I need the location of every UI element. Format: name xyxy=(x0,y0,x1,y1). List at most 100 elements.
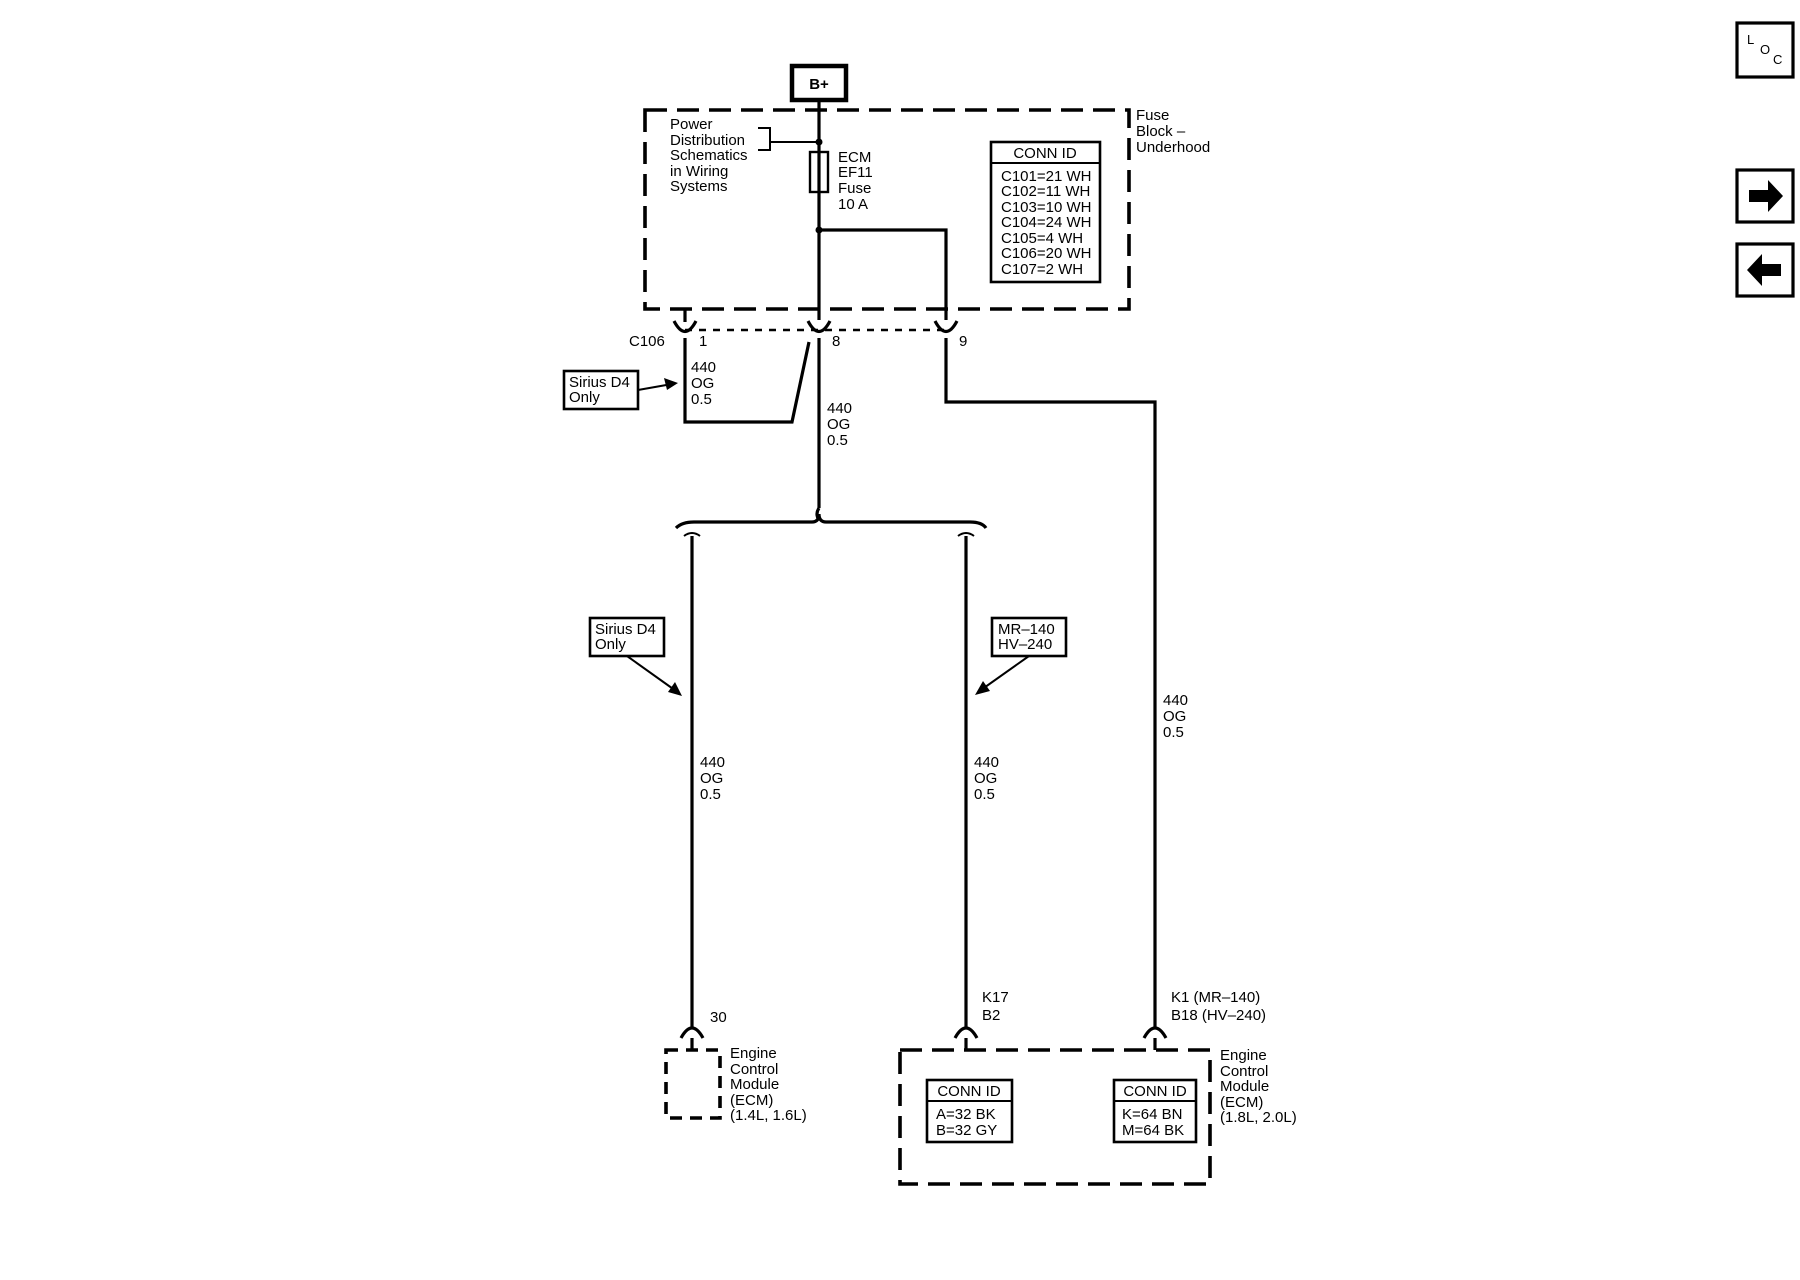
loc-letter: O xyxy=(1760,42,1770,57)
reference-line: Systems xyxy=(670,178,728,195)
conn-id-row: C102=11 WH xyxy=(1001,183,1090,200)
conn-id-row: C101=21 WH xyxy=(1001,168,1091,185)
conn-id-row: C105=4 WH xyxy=(1001,230,1083,247)
ecm-left-pin: 30 xyxy=(710,1009,727,1026)
ecm-right-pin-mid: B2 xyxy=(982,1007,1000,1024)
right-branch-path xyxy=(944,338,1157,1028)
pin8-terminal xyxy=(806,320,832,334)
reference-line: Schematics xyxy=(670,147,748,164)
right-branch-wire: 440 OG 0.5 xyxy=(944,338,1188,1028)
sirius-d4-callout-top: Sirius D4 Only xyxy=(562,369,678,411)
wire-label-size: 0.5 xyxy=(1163,724,1184,741)
pin9-terminal xyxy=(933,320,959,334)
ecm-left-name-line: Control xyxy=(730,1061,778,1078)
callout-line: Sirius D4 xyxy=(569,374,630,391)
callout-line: HV–240 xyxy=(998,636,1052,653)
c106-pin-1: 1 xyxy=(699,333,707,350)
conn-id-row: C106=20 WH xyxy=(1001,245,1091,262)
wire-label-size: 0.5 xyxy=(974,786,995,803)
arrow-left-icon xyxy=(1747,254,1781,286)
battery-positive-source: B+ xyxy=(789,63,849,103)
wire-label-color: OG xyxy=(1163,708,1186,725)
ecm-right-terminal-k17 xyxy=(953,1026,979,1039)
sirius-d4-callout-left: Sirius D4 Only xyxy=(588,616,682,696)
connector-c106-label: C106 xyxy=(629,333,665,350)
pin8-main-wire: 440 OG 0.5 xyxy=(674,338,988,537)
callout-line: Sirius D4 xyxy=(595,621,656,638)
pin1-jumper-wire: 440 OG 0.5 xyxy=(683,338,811,424)
mr-hv-callout: MR–140 HV–240 xyxy=(975,616,1068,695)
ecm-right-name-line: Engine xyxy=(1220,1047,1267,1064)
wire-label-size: 0.5 xyxy=(691,391,712,408)
c106-pin-8: 8 xyxy=(832,333,840,350)
loc-button[interactable]: L O C xyxy=(1735,21,1795,79)
callout-arrow-line xyxy=(626,655,677,692)
left-branch-wire: 440 OG 0.5 xyxy=(690,536,725,1028)
loc-letter: C xyxy=(1773,52,1782,67)
loc-icon: L O C xyxy=(1747,32,1782,67)
ecm-right-conn-id-b: CONN ID K=64 BN M=64 BK xyxy=(1112,1078,1198,1144)
wire-label-color: OG xyxy=(974,770,997,787)
ecm-fuse-circuit: ECM EF11 Fuse 10 A xyxy=(808,100,948,320)
pin1-terminal xyxy=(672,320,698,334)
jumper-path xyxy=(683,338,811,424)
conn-id-row: C104=24 WH xyxy=(1001,214,1091,231)
callout-line: MR–140 xyxy=(998,621,1055,638)
conn-id-title: CONN ID xyxy=(937,1083,1001,1100)
wire-label-id: 440 xyxy=(700,754,725,771)
c106-pin-9: 9 xyxy=(959,333,967,350)
ecm-left-outline xyxy=(664,1048,722,1120)
arrow-right-icon xyxy=(1749,180,1783,212)
ecm-left-name-line: Module xyxy=(730,1076,779,1093)
wire-label-id: 440 xyxy=(1163,692,1188,709)
connector-c106: C106 1 8 9 xyxy=(629,309,967,350)
ecm-right-terminal-k1 xyxy=(1142,1026,1168,1039)
fuse-block-title-line2: Block – xyxy=(1136,123,1186,140)
callout-arrowhead xyxy=(668,682,682,696)
ecm-left-name-line: Engine xyxy=(730,1045,777,1062)
wire-label-id: 440 xyxy=(974,754,999,771)
next-page-button[interactable] xyxy=(1735,168,1795,224)
option-split-bracket xyxy=(674,513,988,530)
splice-dot xyxy=(815,138,823,146)
ecm-right-conn-id-a: CONN ID A=32 BK B=32 GY xyxy=(925,1078,1014,1144)
conn-id-title: CONN ID xyxy=(1123,1083,1187,1100)
ecm-right-name-line: (1.8L, 2.0L) xyxy=(1220,1109,1297,1126)
ecm-left-module: 30 Engine Control Module (ECM) (1.4L, 1.… xyxy=(664,1009,807,1124)
callout-arrow-line xyxy=(980,655,1030,691)
middle-branch-wire: 440 OG 0.5 xyxy=(964,536,999,1028)
split-left-cap xyxy=(683,532,701,537)
previous-page-button[interactable] xyxy=(1735,242,1795,298)
ecm-right-pin-mid: K17 xyxy=(982,989,1009,1006)
fuse-label-line: 10 A xyxy=(838,196,868,213)
fuse-label-line: ECM xyxy=(838,149,871,166)
ecm-right-pin-right: B18 (HV–240) xyxy=(1171,1007,1266,1024)
conn-id-row: K=64 BN xyxy=(1122,1106,1182,1123)
wire-label-size: 0.5 xyxy=(700,786,721,803)
reference-line: in Wiring xyxy=(670,163,728,180)
branch-to-pin9 xyxy=(819,228,948,320)
fuse-label-line: Fuse xyxy=(838,180,871,197)
reference-line: Power xyxy=(670,116,713,133)
ecm-left-name-line: (1.4L, 1.6L) xyxy=(730,1107,807,1124)
wire-label-color: OG xyxy=(700,770,723,787)
loc-letter: L xyxy=(1747,32,1754,47)
conn-id-row: B=32 GY xyxy=(936,1122,997,1139)
conn-id-row: A=32 BK xyxy=(936,1106,996,1123)
battery-positive-label: B+ xyxy=(809,76,829,93)
power-distribution-reference: Power Distribution Schematics in Wiring … xyxy=(670,116,818,195)
fuse-block-conn-id-table: CONN ID C101=21 WH C102=11 WH C103=10 WH… xyxy=(989,140,1102,284)
ecm-right-module: K17 B2 K1 (MR–140) B18 (HV–240) Engine C… xyxy=(898,989,1297,1186)
ecm-right-pin-right: K1 (MR–140) xyxy=(1171,989,1260,1006)
conn-id-title: CONN ID xyxy=(1013,145,1077,162)
ecm-right-name-line: Module xyxy=(1220,1078,1269,1095)
fuse-block-outline xyxy=(643,108,1131,311)
callout-arrowhead xyxy=(975,681,990,695)
reference-bracket xyxy=(758,127,771,151)
ecm-right-outline xyxy=(898,1048,1212,1186)
ecm-right-name-line: (ECM) xyxy=(1220,1094,1263,1111)
conn-id-row: M=64 BK xyxy=(1122,1122,1184,1139)
fuse-label-line: EF11 xyxy=(838,164,873,181)
